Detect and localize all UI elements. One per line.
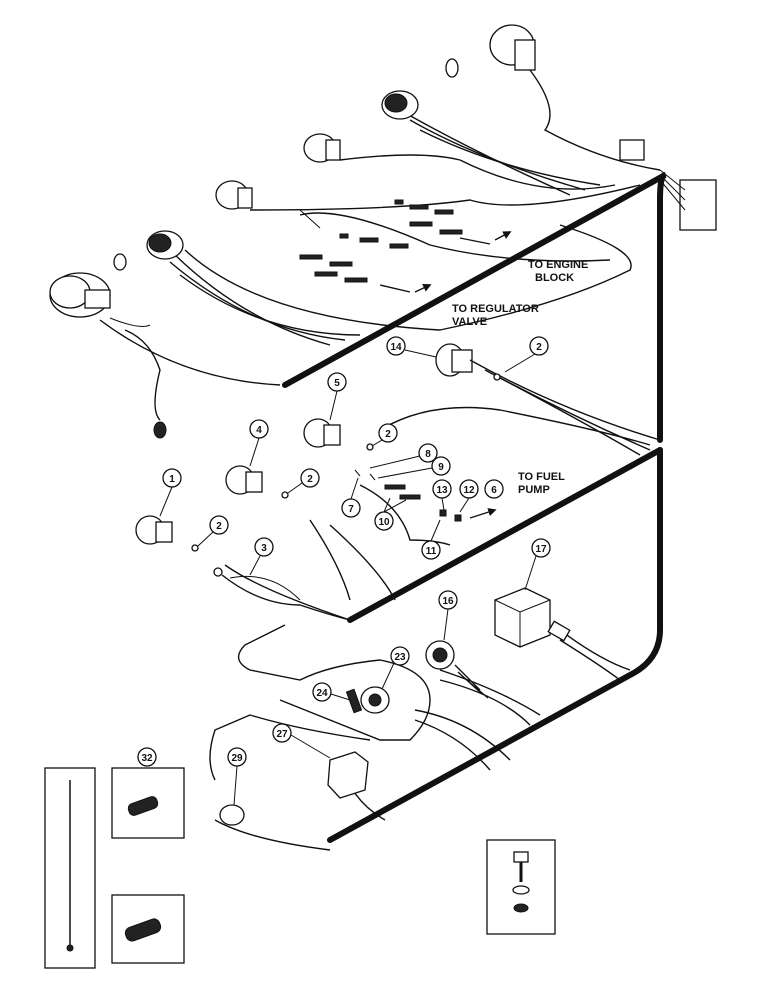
callout-11: 11 [421,540,441,560]
svg-text:6: 6 [491,485,497,496]
label-to-regulator-valve-line1: TO REGULATOR [452,303,539,315]
inset-rod-box [44,767,96,969]
gauge-4 [225,465,263,495]
inset-bolt-box [486,839,556,935]
svg-text:2: 2 [385,429,391,440]
callout-8: 8 [418,443,438,463]
label-to-fuel-pump-line1: TO FUEL [518,471,565,483]
svg-text:32: 32 [141,753,153,764]
callout-4: 4 [249,419,269,439]
callout-27: 27 [272,723,292,743]
callout-2-top: 2 [529,336,549,356]
gauge-upper-1 [146,230,184,260]
callouts: 14 2 5 2 4 8 9 2 1 7 13 12 6 10 2 11 3 1… [137,336,551,767]
svg-text:16: 16 [442,596,454,607]
svg-text:5: 5 [334,378,340,389]
relay-box-17 [494,587,551,648]
svg-text:14: 14 [390,342,402,353]
svg-text:7: 7 [348,504,354,515]
callout-10: 10 [374,511,394,531]
label-to-fuel-pump-line2: PUMP [518,484,550,496]
wire-3-assembly [213,567,351,621]
label-to-engine-block-line2: BLOCK [535,272,574,284]
callout-2-left: 2 [209,515,229,535]
callout-2-mid: 2 [378,423,398,443]
svg-text:2: 2 [216,521,222,532]
svg-text:3: 3 [261,543,267,554]
gauge-14 [435,343,473,377]
svg-text:12: 12 [463,485,475,496]
gauge-upper-3 [303,133,341,163]
gauge-large-left [49,272,111,318]
gauge-top-right [445,24,536,78]
callout-13: 13 [432,479,452,499]
small-clips-middle [191,373,501,552]
connector-block-top-right [619,139,717,231]
label-to-fuel-pump: TO FUEL PUMP [518,471,565,496]
callout-32: 32 [137,747,157,767]
connector-right-side [547,620,571,642]
svg-text:9: 9 [438,462,444,473]
callout-29: 29 [227,747,247,767]
label-to-regulator-valve: TO REGULATOR VALVE [452,303,539,328]
callout-1: 1 [162,468,182,488]
svg-text:13: 13 [436,485,448,496]
callout-24: 24 [312,682,332,702]
callout-9: 9 [431,456,451,476]
gauge-5 [303,418,341,448]
svg-text:11: 11 [426,546,437,557]
label-to-engine-block-line1: TO ENGINE [528,259,588,271]
ignition-switch-23 [360,686,390,714]
callout-14: 14 [386,336,406,356]
gauge-1 [135,515,173,545]
callout-23: 23 [390,646,410,666]
svg-text:2: 2 [536,342,542,353]
callout-16: 16 [438,590,458,610]
callout-7: 7 [341,498,361,518]
component-29 [219,804,245,826]
switch-16 [425,640,489,699]
svg-text:24: 24 [316,688,328,699]
svg-text:27: 27 [276,729,288,740]
component-27 [327,751,369,799]
callout-17: 17 [531,538,551,558]
svg-text:2: 2 [307,474,313,485]
inset-terminal-large [111,894,185,964]
svg-text:23: 23 [394,652,406,663]
svg-text:8: 8 [425,449,431,460]
svg-text:1: 1 [169,474,175,485]
svg-text:4: 4 [256,425,262,436]
lower-harness-wires [209,624,631,851]
inset-terminal-32 [111,767,185,839]
svg-text:17: 17 [535,544,547,555]
middle-wires [224,359,661,621]
callout-2-low: 2 [300,468,320,488]
svg-text:29: 29 [231,753,243,764]
callout-3: 3 [254,537,274,557]
svg-text:10: 10 [378,517,390,528]
gauge-upper-4 [381,90,419,120]
label-to-engine-block: TO ENGINE BLOCK [528,259,588,284]
callout-5: 5 [327,372,347,392]
connector-terminals-top [299,199,512,293]
gauge-wire-bundle [99,69,661,421]
callout-12: 12 [459,479,479,499]
key-24 [345,688,363,714]
callout-6: 6 [484,479,504,499]
label-to-regulator-valve-line2: VALVE [452,316,487,328]
leader-lines [159,349,537,806]
gauge-upper-2 [215,180,253,210]
sender-bulb-left [109,253,167,439]
